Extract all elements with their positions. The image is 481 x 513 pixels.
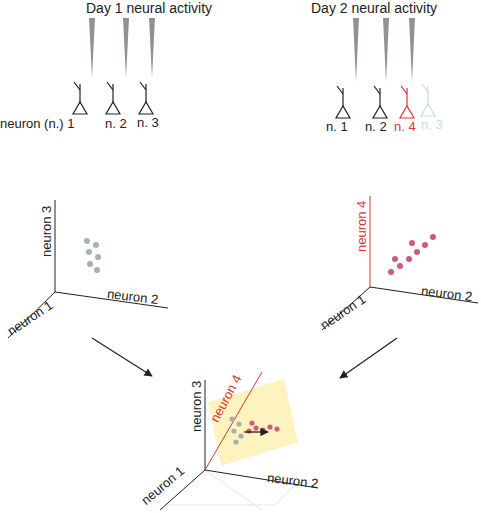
electrode [409, 18, 415, 82]
merged-axes [160, 372, 318, 510]
soma [106, 102, 120, 114]
data-point [238, 433, 243, 438]
axis-line [370, 196, 371, 287]
data-point [87, 261, 93, 267]
dendrite [112, 84, 113, 102]
data-point [84, 238, 90, 244]
data-point [267, 424, 272, 429]
soma [336, 106, 350, 118]
dendrite [401, 86, 407, 94]
axis-line [205, 372, 262, 470]
soma [139, 102, 153, 114]
data-point [422, 242, 428, 248]
electrode [353, 18, 359, 82]
dendrite [140, 82, 146, 90]
axis-label: neuron 4 [208, 373, 245, 425]
dendrite [107, 82, 113, 90]
lost-neuron-symbol [421, 84, 435, 116]
neurons-day1 [73, 82, 153, 114]
soma [73, 102, 87, 114]
merge-arrow [340, 338, 397, 378]
data-point [392, 256, 398, 262]
floor-line [205, 470, 262, 510]
neuron-label: neuron (n.) 1 [0, 117, 74, 131]
neuron-label: n. 3 [137, 116, 159, 130]
electrode [149, 18, 155, 78]
data-point [409, 240, 415, 246]
alignment-arrow [244, 431, 268, 432]
soma [400, 106, 414, 118]
data-point [414, 249, 420, 255]
electrodes-day1 [89, 18, 155, 78]
dendrite [74, 82, 80, 90]
dendrite [422, 84, 428, 92]
neuron-symbol [373, 86, 387, 118]
data-point [406, 256, 412, 262]
data-point [274, 426, 279, 431]
electrode [383, 18, 389, 82]
data-point [249, 420, 254, 425]
merged-points-day1 [229, 416, 243, 444]
plot1-points [84, 238, 101, 273]
axis-line [55, 200, 56, 292]
dendrite [342, 88, 343, 106]
data-point [397, 263, 403, 269]
electrode [123, 18, 129, 78]
data-point [253, 425, 258, 430]
neuron-label: n. 2 [105, 117, 127, 131]
axis-label: neuron 4 [355, 201, 369, 252]
neuron-symbol [336, 86, 350, 118]
electrode [89, 18, 95, 78]
axis-label: neuron 1 [318, 292, 369, 333]
data-point [229, 416, 234, 421]
dendrite [79, 84, 80, 102]
data-point [233, 439, 238, 444]
dendrite [337, 86, 343, 94]
new-neuron-symbol [400, 86, 414, 118]
data-point [246, 428, 251, 433]
soma [421, 104, 435, 116]
neuron-label: n. 2 [365, 120, 387, 134]
data-point [95, 254, 101, 260]
axis-label: neuron 3 [40, 206, 54, 257]
dendrite [379, 88, 380, 106]
data-point [236, 421, 241, 426]
axis-label: neuron 3 [190, 381, 204, 432]
panel-title: Day 1 neural activity [86, 1, 212, 16]
lost-neuron-label: n. 3 [421, 118, 443, 132]
neurons-day2 [336, 84, 435, 118]
data-point [231, 428, 236, 433]
axis-line [205, 380, 206, 470]
axis-label: neuron 2 [420, 284, 473, 304]
dendrite [145, 84, 146, 102]
axis-label: neuron 2 [106, 287, 159, 307]
axis-label: neuron 1 [5, 298, 56, 339]
data-point [388, 269, 394, 275]
data-point [93, 242, 99, 248]
neuron-symbol [139, 82, 153, 114]
neuron-symbol [73, 82, 87, 114]
dendrite [427, 86, 428, 104]
soma [373, 106, 387, 118]
axis-label: neuron 2 [266, 471, 319, 491]
new-neuron-label: n. 4 [394, 120, 416, 134]
data-point [94, 267, 100, 273]
axis-label: neuron 1 [139, 464, 188, 508]
neuron-label: n. 1 [326, 120, 348, 134]
data-point [86, 249, 92, 255]
electrodes-day2 [353, 18, 415, 82]
dendrite [374, 86, 380, 94]
merge-arrow [92, 338, 152, 376]
data-point [430, 234, 436, 240]
neuron-symbol [106, 82, 120, 114]
dendrite [406, 88, 407, 106]
plot2-points [388, 234, 436, 275]
panel-title: Day 2 neural activity [311, 1, 437, 16]
